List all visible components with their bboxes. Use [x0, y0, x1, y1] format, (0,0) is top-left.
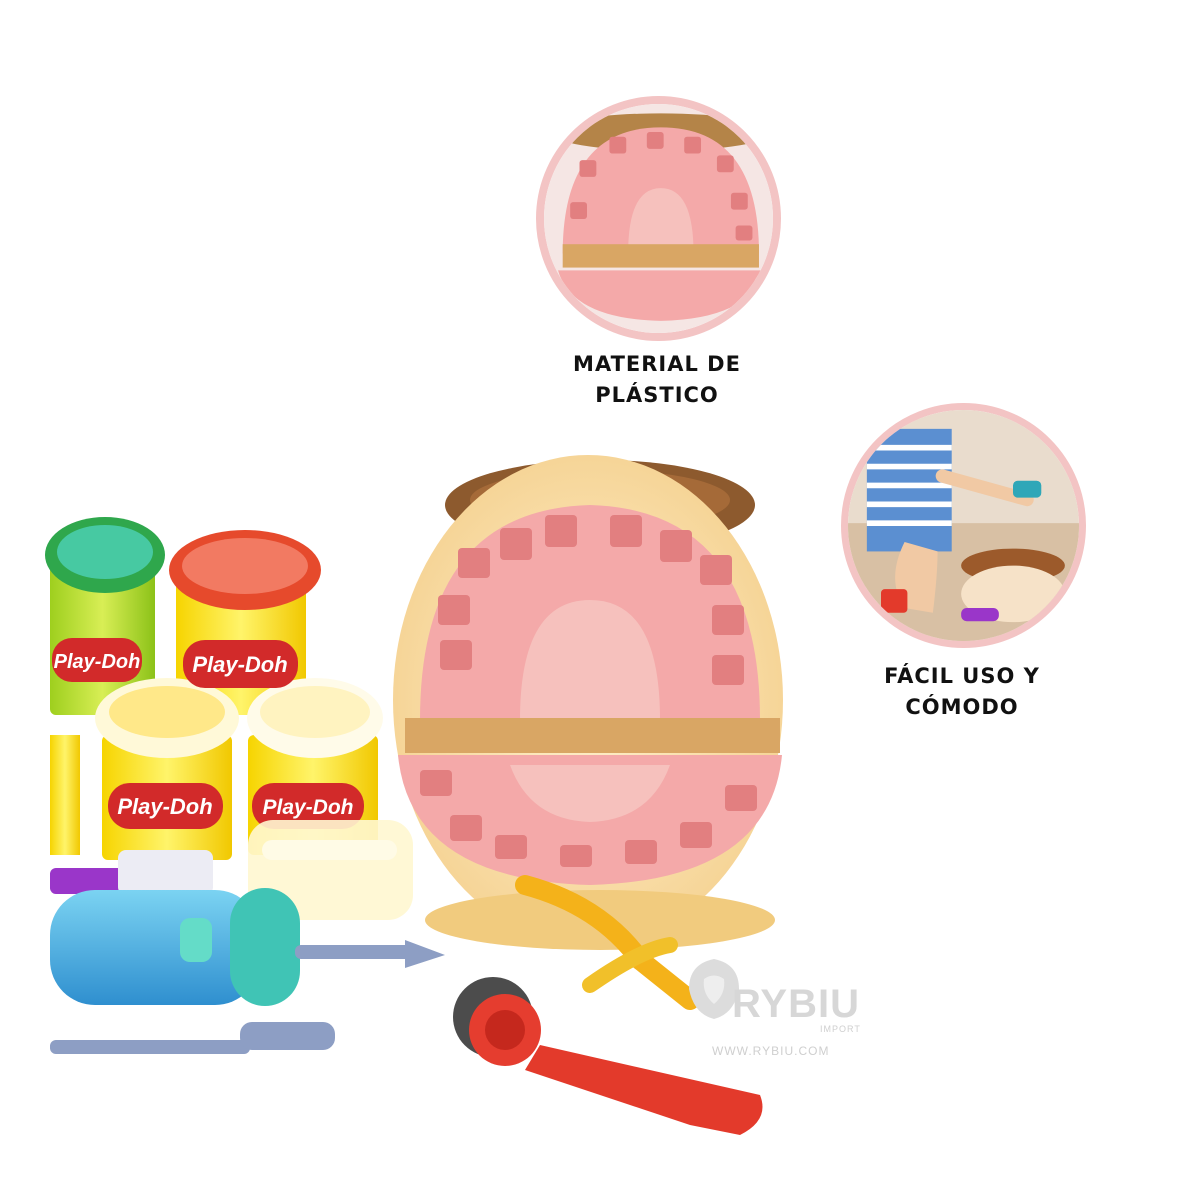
callout-label-plastic: MATERIAL DE PLÁSTICO: [547, 349, 767, 411]
callout-line: CÓMODO: [905, 695, 1019, 719]
lion-logo-icon: [689, 959, 739, 1019]
can-label: Play-Doh: [192, 652, 287, 677]
watermark-url: WWW.RYBIU.COM: [712, 1044, 830, 1058]
callout-line: MATERIAL DE: [573, 352, 741, 376]
can-label: Play-Doh: [54, 651, 141, 673]
watermark-sub: IMPORT: [820, 1024, 861, 1034]
blue-drill-tool: [50, 888, 445, 1054]
callout-label-easy-use: FÁCIL USO Y CÓMODO: [852, 661, 1072, 723]
callout-image-easy-use: [841, 403, 1086, 648]
dentist-head-toy: [393, 455, 783, 950]
can-label: Play-Doh: [262, 796, 353, 819]
roller-tool: [453, 977, 763, 1135]
play-doh-cans: Play-Doh Play-Doh Play-Doh Play-Doh: [45, 517, 383, 860]
watermark-brand: RYBIU: [732, 982, 860, 1026]
callout-image-plastic: [536, 96, 781, 341]
brand-watermark: RYBIU IMPORT WWW.RYBIU.COM: [684, 944, 884, 1064]
callout-line: PLÁSTICO: [595, 383, 719, 407]
callout-line: FÁCIL USO Y: [884, 664, 1040, 688]
white-mold: [118, 850, 213, 895]
can-label: Play-Doh: [117, 794, 212, 819]
